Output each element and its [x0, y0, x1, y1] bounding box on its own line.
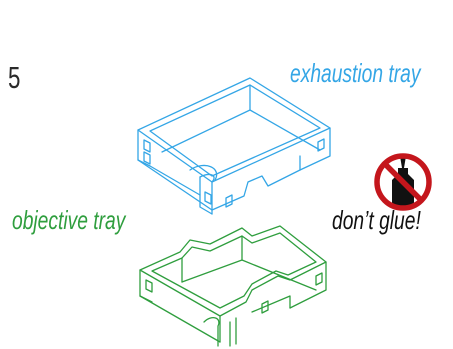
objective-tray-drawing	[140, 226, 326, 346]
exhaustion-tray-label: exhaustion tray	[290, 58, 420, 89]
step-number: 5	[8, 60, 20, 96]
dont-glue-label: don’t glue!	[332, 205, 421, 236]
exhaustion-tray-drawing	[138, 78, 330, 214]
no-glue-prohibition-icon	[377, 156, 429, 208]
objective-tray-label: objective tray	[12, 205, 125, 236]
